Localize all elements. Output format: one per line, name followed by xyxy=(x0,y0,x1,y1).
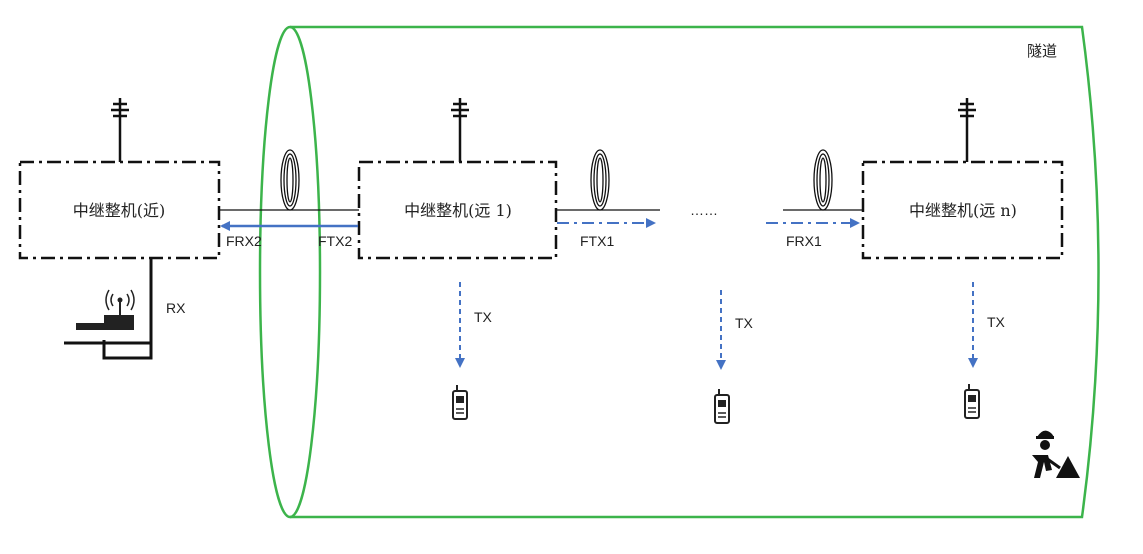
tunnel-entrance xyxy=(258,25,322,519)
relay-unit-near: 中继整机(近) xyxy=(18,160,221,260)
antenna-icon xyxy=(958,98,976,162)
label-frx1: FRX1 xyxy=(786,233,822,249)
base-station-icon xyxy=(76,289,135,330)
relay-unit-far-1: 中继整机(远 1) xyxy=(357,160,558,260)
label-tx-2: TX xyxy=(735,315,754,331)
tunnel xyxy=(258,25,1100,519)
relay-unit-near-label: 中继整机(近) xyxy=(73,201,166,220)
antenna-icon xyxy=(451,98,469,162)
label-frx2: FRX2 xyxy=(226,233,262,249)
walkie-talkie-icon xyxy=(714,389,730,424)
relay-unit-far-1-label: 中继整机(远 1) xyxy=(404,201,512,220)
rx-cable xyxy=(102,258,153,360)
label-tx-3: TX xyxy=(987,314,1006,330)
label-ftx1: FTX1 xyxy=(580,233,614,249)
label-tx-1: TX xyxy=(474,309,493,325)
ellipsis: …… xyxy=(690,202,718,218)
fiber-coil-icon xyxy=(280,149,300,211)
label-rx: RX xyxy=(166,300,186,316)
antenna-icon xyxy=(111,98,129,162)
tunnel-label: 隧道 xyxy=(1027,42,1057,60)
walkie-talkie-icon xyxy=(964,384,980,419)
relay-unit-far-n-label: 中继整机(远 n) xyxy=(909,201,1017,220)
construction-worker-icon xyxy=(1032,430,1080,478)
walkie-talkie-icon xyxy=(452,385,468,420)
fiber-coil-icon xyxy=(813,149,833,211)
relay-unit-far-n: 中继整机(远 n) xyxy=(861,160,1064,260)
label-ftx2: FTX2 xyxy=(318,233,352,249)
fiber-coil-icon xyxy=(590,149,610,211)
tunnel-body xyxy=(290,25,1100,519)
